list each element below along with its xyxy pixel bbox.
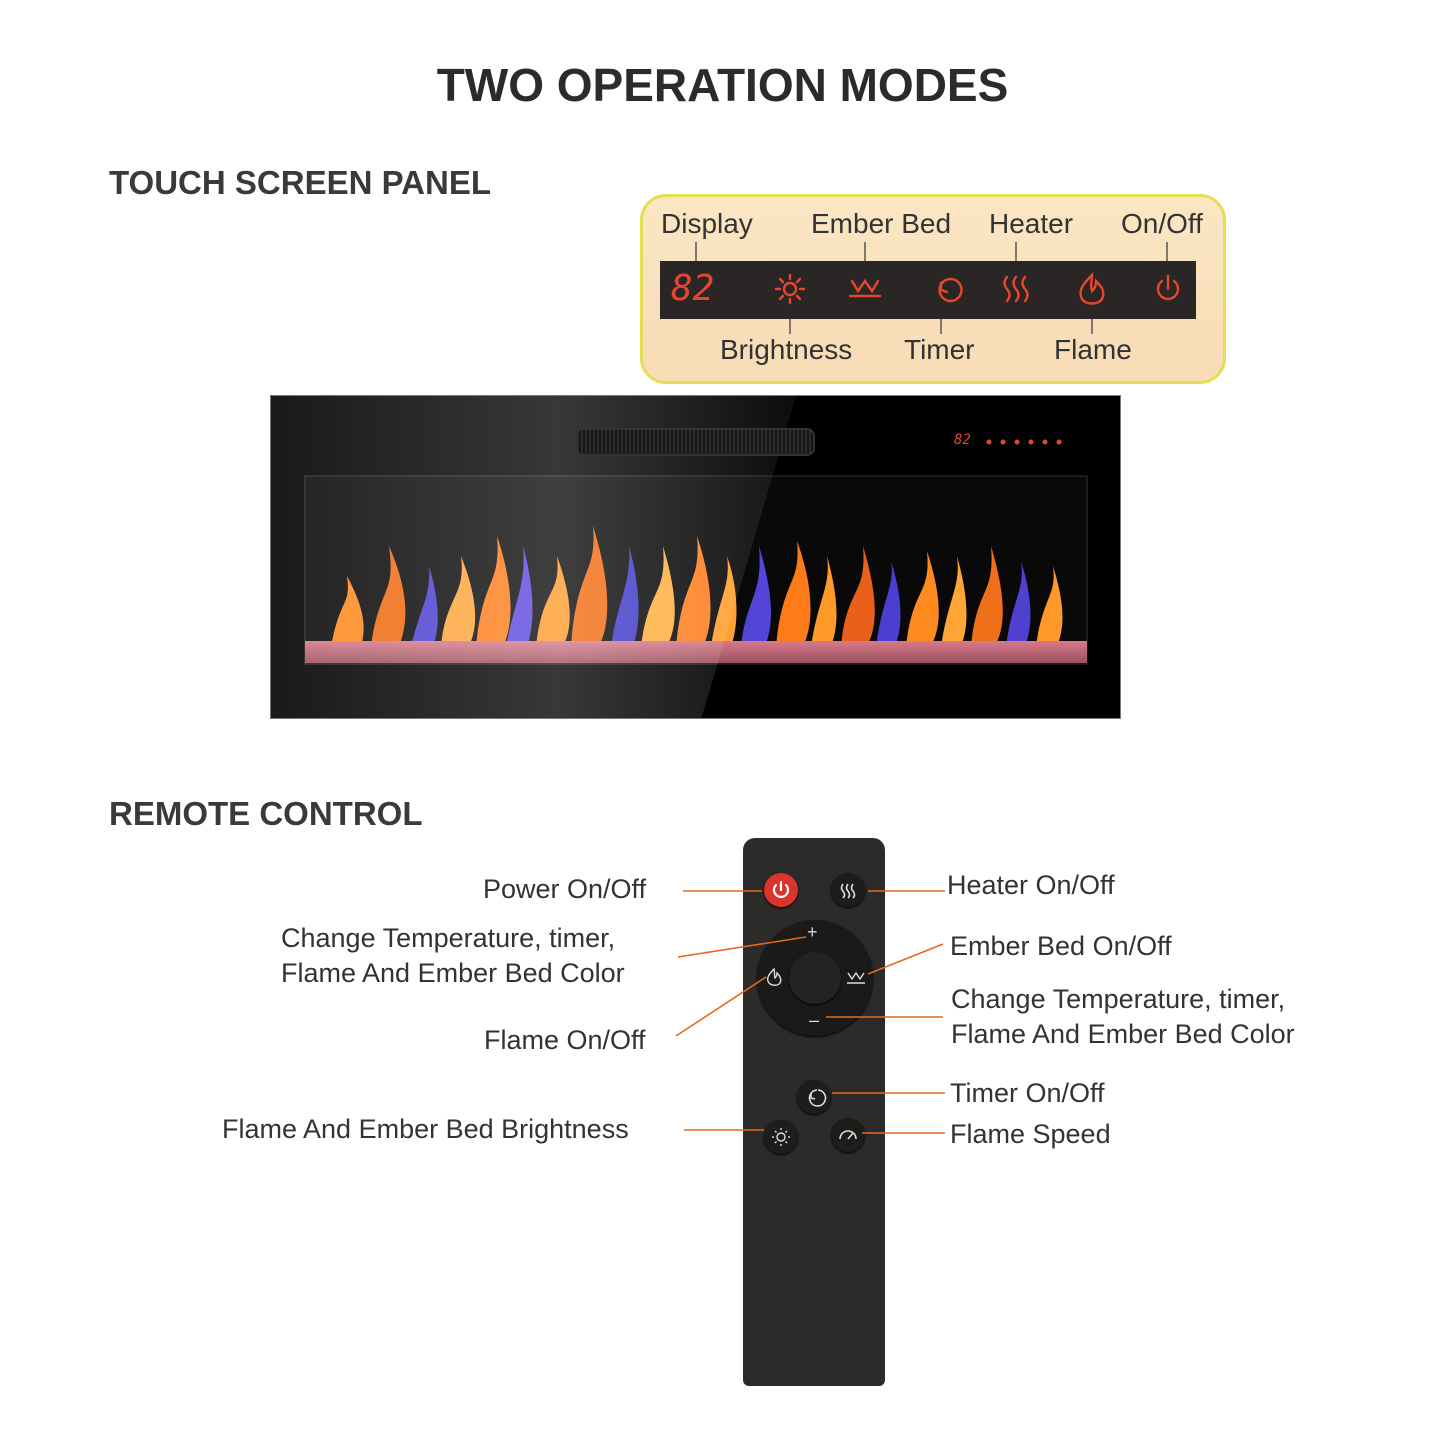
label-ember-bed: Ember Bed xyxy=(811,208,952,239)
panel-mini-display: 82 xyxy=(954,432,971,448)
callout-connectors xyxy=(695,242,1168,334)
label-timer: Timer xyxy=(904,334,975,365)
remote-brightness-button[interactable] xyxy=(764,1120,798,1154)
ember-bed-icon xyxy=(848,278,882,298)
label-power-on-off: Power On/Off xyxy=(483,874,647,904)
label-brightness-remote: Flame And Ember Bed Brightness xyxy=(222,1114,629,1144)
label-change-down-line2: Flame And Ember Bed Color xyxy=(951,1019,1295,1049)
label-display: Display xyxy=(661,208,753,239)
remote-speed-button[interactable] xyxy=(831,1118,865,1152)
remote-ember-icon[interactable] xyxy=(845,966,867,988)
remote-power-button[interactable] xyxy=(764,873,798,907)
label-ember-on-off: Ember Bed On/Off xyxy=(950,931,1172,961)
remote-control: + – xyxy=(743,838,885,1386)
remote-heater-button[interactable] xyxy=(831,873,865,907)
label-change-down-line1: Change Temperature, timer, xyxy=(951,984,1286,1014)
heater-icon xyxy=(1003,275,1029,303)
touch-control-strip xyxy=(660,261,1196,319)
glass-glare xyxy=(271,396,796,718)
remote-section-heading: REMOTE CONTROL xyxy=(109,795,423,832)
label-on-off: On/Off xyxy=(1121,208,1203,239)
flame-icon xyxy=(1079,272,1105,305)
remote-minus-button[interactable]: – xyxy=(809,1010,820,1030)
label-flame-on-off: Flame On/Off xyxy=(484,1025,646,1055)
remote-center-button[interactable] xyxy=(789,952,841,1004)
label-heater-on-off: Heater On/Off xyxy=(947,870,1115,900)
remote-leader-lines xyxy=(675,890,945,1134)
fireplace-panel: 82 xyxy=(270,395,1121,719)
remote-flame-icon[interactable] xyxy=(763,966,785,988)
temperature-display: 82 xyxy=(671,268,715,309)
fireplace-illustration xyxy=(271,396,1088,718)
label-brightness: Brightness xyxy=(720,334,853,365)
label-flame-speed: Flame Speed xyxy=(950,1119,1111,1149)
label-flame: Flame xyxy=(1054,334,1132,365)
label-timer-on-off: Timer On/Off xyxy=(950,1078,1105,1108)
remote-timer-button[interactable] xyxy=(797,1080,831,1114)
power-icon xyxy=(1156,274,1180,301)
label-change-up-line2: Flame And Ember Bed Color xyxy=(281,958,625,988)
sun-icon xyxy=(774,273,806,305)
label-heater: Heater xyxy=(989,208,1074,239)
remote-plus-button[interactable]: + xyxy=(807,922,818,942)
touch-icons xyxy=(774,272,1180,305)
heater-vent xyxy=(575,428,815,456)
touch-section-heading: TOUCH SCREEN PANEL xyxy=(109,164,491,201)
page-title: TWO OPERATION MODES xyxy=(436,59,1009,111)
panel-mini-icons xyxy=(986,439,1062,445)
label-change-up-line1: Change Temperature, timer, xyxy=(281,923,616,953)
timer-icon xyxy=(938,277,963,303)
